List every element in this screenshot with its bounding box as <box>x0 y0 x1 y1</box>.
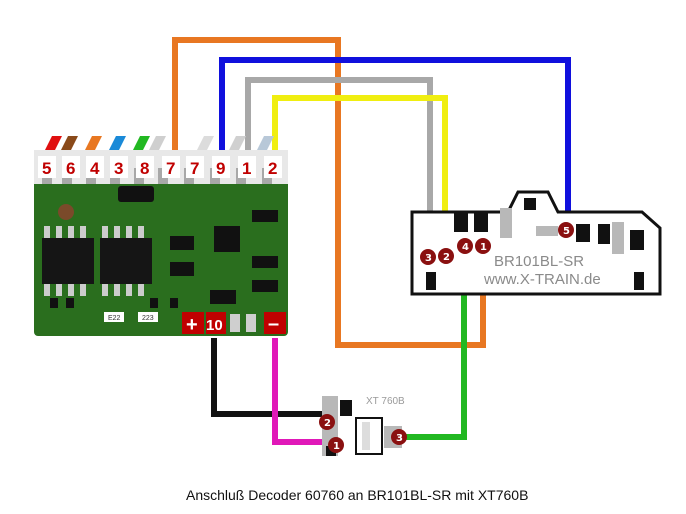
wire-orange <box>172 37 486 348</box>
diagram-caption: Anschluß Decoder 60760 an BR101BL-SR mit… <box>186 487 528 503</box>
decoder-chip-label-1: E22 <box>108 315 121 322</box>
xt-label: XT 760B <box>366 396 405 407</box>
decoder-pin-labels: 5 6 4 3 8 7 7 9 1 2 <box>38 156 282 178</box>
wire-yellow <box>272 95 448 256</box>
board-marker-1: 1 <box>480 242 487 253</box>
xt-marker-1: 1 <box>333 441 340 452</box>
decoder-ic-1 <box>42 226 94 296</box>
pin-label: 3 <box>114 159 123 178</box>
pin-label: 7 <box>166 159 175 178</box>
pad-minus-label: – <box>268 313 279 335</box>
board-marker-3: 3 <box>425 253 432 264</box>
pad-10-label: 10 <box>206 317 223 334</box>
pad-plus-label: + <box>186 314 198 336</box>
board-marker-2: 2 <box>443 252 450 263</box>
board-marker-4: 4 <box>462 242 469 253</box>
wires <box>172 37 571 445</box>
pin-label: 4 <box>90 159 100 178</box>
wire-magenta <box>272 338 336 445</box>
pad-minus <box>264 312 286 334</box>
wire-green <box>400 245 467 440</box>
br101-board: BR101BL-SR www.X-TRAIN.de 3 2 4 1 5 <box>410 190 662 296</box>
pin-label: 8 <box>140 159 149 178</box>
wire-black <box>211 338 326 417</box>
decoder-chip-label-2: 223 <box>142 315 154 322</box>
ribbon-cable <box>44 136 274 152</box>
board-url: www.X-TRAIN.de <box>483 271 601 288</box>
pin-label: 7 <box>190 159 199 178</box>
pin-label: 1 <box>242 159 251 178</box>
pin-label: 5 <box>42 159 51 178</box>
pin-label: 9 <box>216 159 225 178</box>
xt-marker-3: 3 <box>396 433 403 444</box>
pin-label: 2 <box>268 159 277 178</box>
board-marker-5: 5 <box>563 226 570 237</box>
decoder-board: E22 223 + 10 – 5 6 4 3 8 7 7 <box>34 150 288 336</box>
wire-blue <box>219 57 571 230</box>
pad-plus <box>182 312 204 334</box>
board-title: BR101BL-SR <box>494 253 584 270</box>
decoder-ic-2 <box>100 226 152 296</box>
pad-10 <box>206 312 226 334</box>
xt760b-module: XT 760B 2 1 3 <box>319 396 407 456</box>
wire-gray <box>245 77 433 256</box>
pin-label: 6 <box>66 159 75 178</box>
xt-marker-2: 2 <box>324 418 331 429</box>
